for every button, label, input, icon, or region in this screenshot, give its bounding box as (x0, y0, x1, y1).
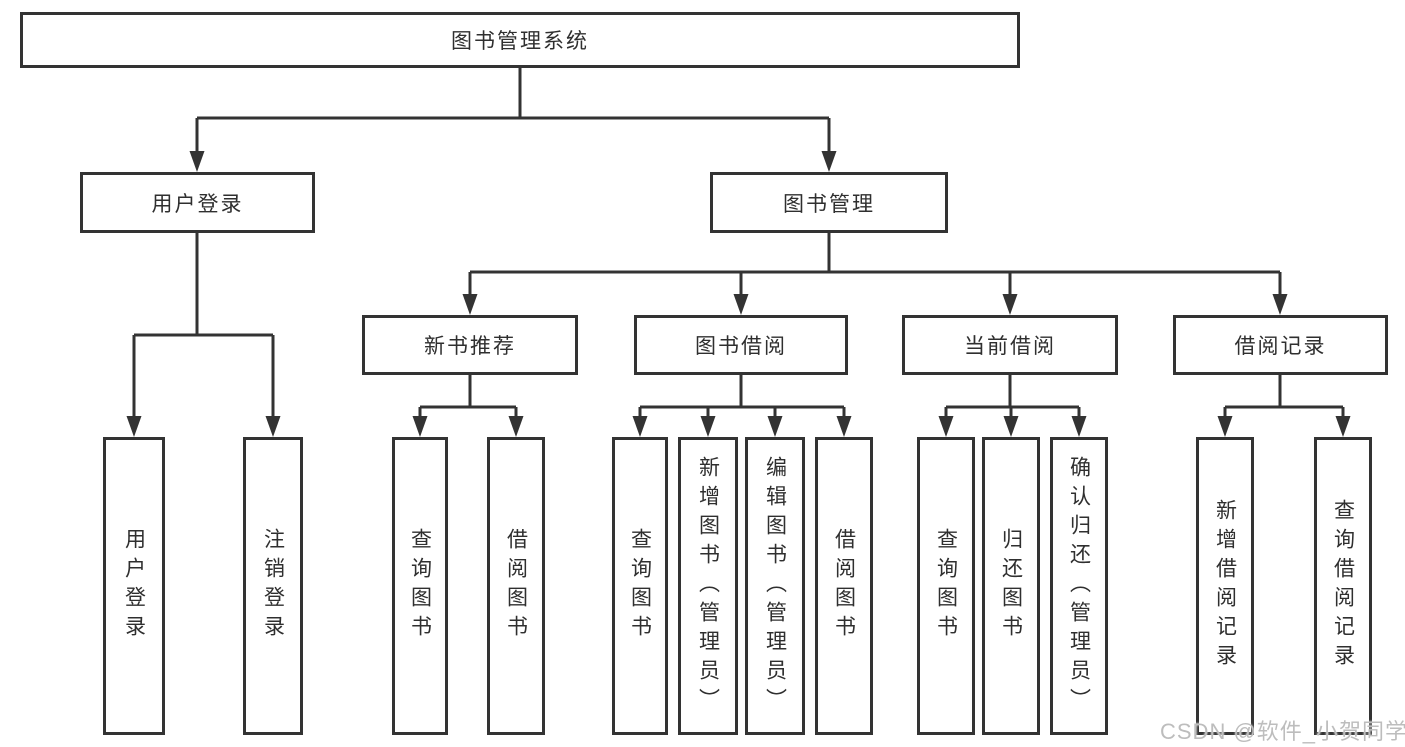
leaf-logout: 注销登录 (243, 437, 303, 735)
node-book-borrow-label: 图书借阅 (695, 335, 787, 358)
leaf-user-login: 用户登录 (103, 437, 165, 735)
leaf-return-books-label: 归还图书 (999, 528, 1023, 644)
node-book-borrow: 图书借阅 (634, 315, 848, 375)
leaf-confirm-return-admin-label: 确认归还（管理员） (1067, 455, 1091, 717)
leaf-borrow-books-1-label: 借阅图书 (504, 528, 528, 644)
leaf-add-books-admin: 新增图书（管理员） (678, 437, 738, 735)
leaf-borrow-books-1: 借阅图书 (487, 437, 545, 735)
leaf-query-books-1-label: 查询图书 (408, 528, 432, 644)
node-system-root: 图书管理系统 (20, 12, 1020, 68)
node-user-login-branch: 用户登录 (80, 172, 315, 233)
node-borrow-record-label: 借阅记录 (1234, 335, 1327, 358)
node-book-management-branch-label: 图书管理 (783, 192, 875, 216)
node-new-book-recommend: 新书推荐 (362, 315, 578, 375)
node-current-borrow: 当前借阅 (902, 315, 1118, 375)
leaf-borrow-books-2: 借阅图书 (815, 437, 873, 735)
leaf-user-login-label: 用户登录 (122, 528, 146, 644)
leaf-edit-books-admin: 编辑图书（管理员） (745, 437, 805, 735)
leaf-query-books-3-label: 查询图书 (934, 528, 958, 644)
leaf-query-borrow-record: 查询借阅记录 (1314, 437, 1372, 735)
leaf-query-books-1: 查询图书 (392, 437, 448, 735)
node-book-management-branch: 图书管理 (710, 172, 948, 233)
leaf-add-borrow-record: 新增借阅记录 (1196, 437, 1254, 735)
node-borrow-record: 借阅记录 (1173, 315, 1388, 375)
leaf-query-books-3: 查询图书 (917, 437, 975, 735)
leaf-edit-books-admin-label: 编辑图书（管理员） (763, 455, 787, 717)
leaf-return-books: 归还图书 (982, 437, 1040, 735)
leaf-query-borrow-record-label: 查询借阅记录 (1331, 499, 1355, 673)
leaf-add-books-admin-label: 新增图书（管理员） (696, 455, 720, 717)
leaf-borrow-books-2-label: 借阅图书 (832, 528, 856, 644)
leaf-add-borrow-record-label: 新增借阅记录 (1213, 499, 1237, 673)
leaf-query-books-2-label: 查询图书 (628, 528, 652, 644)
csdn-watermark: CSDN @软件_小贺同学 (1160, 719, 1405, 744)
node-current-borrow-label: 当前借阅 (964, 335, 1056, 358)
leaf-confirm-return-admin: 确认归还（管理员） (1050, 437, 1108, 735)
arrowheads (126, 151, 1351, 437)
node-user-login-branch-label: 用户登录 (151, 192, 244, 216)
leaf-logout-label: 注销登录 (261, 528, 285, 644)
leaf-query-books-2: 查询图书 (612, 437, 668, 735)
node-new-book-recommend-label: 新书推荐 (424, 335, 516, 358)
node-system-root-label: 图书管理系统 (451, 30, 589, 53)
